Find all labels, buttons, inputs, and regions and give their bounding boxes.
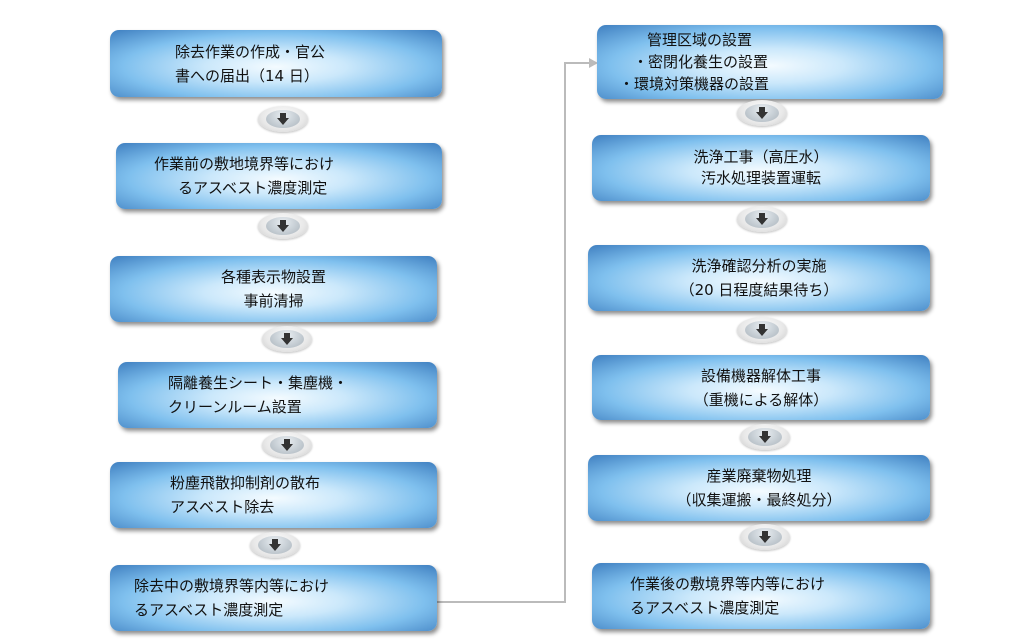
step-text: 汚水処理装置運転 — [700, 169, 821, 187]
down-arrow-icon — [737, 100, 787, 126]
step-text: 事前清掃 — [243, 292, 304, 310]
step-text: （20 日程度結果待ち） — [679, 281, 839, 299]
step-text: 除去作業の作成・官公 — [175, 42, 326, 61]
step-box-right-1: 管理区域の設置 ・密閉化養生の設置 ・環境対策機器の設置 — [597, 25, 943, 99]
step-box-left-6: 除去中の敷境界等内等におけ るアスベスト濃度測定 — [110, 565, 437, 631]
step-box-right-3: 洗浄確認分析の実施 （20 日程度結果待ち） — [588, 245, 930, 311]
step-box-left-1: 除去作業の作成・官公 書への届出（14 日） — [110, 30, 442, 97]
step-text: 各種表示物設置 — [220, 268, 326, 286]
step-text: アスベスト除去 — [170, 498, 275, 516]
step-text: （収集運搬・最終処分） — [676, 491, 842, 509]
down-arrow-icon — [262, 326, 312, 352]
down-arrow-icon — [258, 213, 308, 239]
step-box-left-5: 粉塵飛散抑制剤の散布 アスベスト除去 — [110, 462, 437, 528]
step-text: 粉塵飛散抑制剤の散布 — [170, 474, 321, 492]
step-text: ・密閉化養生の設置 — [633, 53, 769, 71]
step-box-right-6: 作業後の敷境界等内等におけ るアスベスト濃度測定 — [592, 563, 930, 629]
step-text: 除去中の敷境界等内等におけ — [134, 577, 330, 595]
down-arrow-icon — [740, 424, 790, 450]
step-box-right-5: 産業廃棄物処理 （収集運搬・最終処分） — [588, 455, 930, 521]
down-arrow-icon — [740, 524, 790, 550]
step-text: （重機による解体） — [693, 390, 829, 409]
step-text: 洗浄確認分析の実施 — [691, 257, 827, 275]
down-arrow-icon — [737, 206, 787, 232]
step-box-right-2: 洗浄工事（高圧水） 汚水処理装置運転 — [592, 135, 930, 201]
step-text: るアスベスト濃度測定 — [134, 601, 284, 619]
step-text: 設備機器解体工事 — [700, 366, 821, 385]
step-text: 管理区域の設置 — [647, 31, 753, 49]
step-box-right-4: 設備機器解体工事 （重機による解体） — [592, 355, 930, 420]
step-box-left-2: 作業前の敷地境界等におけ るアスベスト濃度測定 — [116, 143, 442, 209]
step-text: 作業後の敷境界等内等におけ — [630, 575, 826, 593]
step-text: 産業廃棄物処理 — [706, 467, 812, 485]
step-text: クリーンルーム設置 — [168, 398, 302, 416]
step-text: 洗浄工事（高圧水） — [693, 148, 829, 166]
connector-arrowhead-icon — [589, 58, 598, 68]
down-arrow-icon — [258, 106, 308, 132]
step-text: ・環境対策機器の設置 — [619, 75, 770, 93]
step-text: 書への届出（14 日） — [175, 66, 319, 85]
step-text: 作業前の敷地境界等におけ — [154, 155, 335, 173]
step-box-left-3: 各種表示物設置 事前清掃 — [110, 256, 437, 322]
step-text: 隔離養生シート・集塵機・ — [168, 374, 349, 392]
down-arrow-icon — [737, 317, 787, 343]
down-arrow-icon — [250, 532, 300, 558]
down-arrow-icon — [262, 432, 312, 458]
step-box-left-4: 隔離養生シート・集塵機・ クリーンルーム設置 — [118, 362, 437, 428]
step-text: るアスベスト濃度測定 — [630, 599, 780, 617]
step-text: るアスベスト濃度測定 — [178, 179, 328, 197]
